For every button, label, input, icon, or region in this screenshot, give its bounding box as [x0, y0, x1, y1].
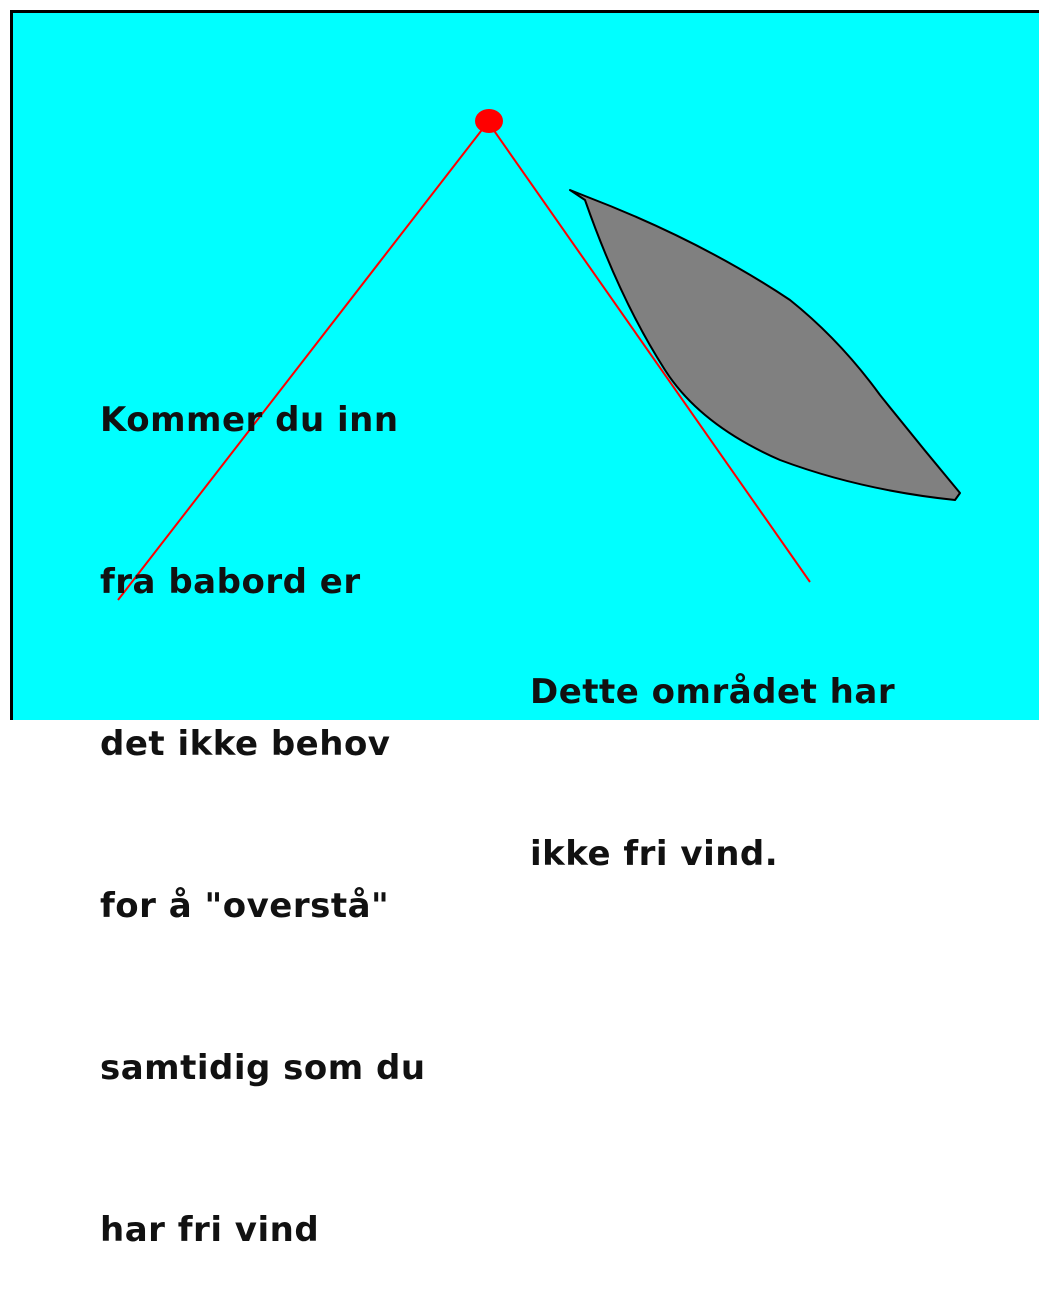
left-text-line: det ikke behov: [100, 724, 391, 764]
right-text-line: ikke fri vind.: [530, 834, 779, 874]
left-text-line: fra babord er: [100, 562, 361, 602]
left-text-line: samtidig som du: [100, 1048, 426, 1088]
wind-point: [475, 109, 503, 133]
sail-shape: [569, 189, 961, 501]
left-text-line: Kommer du inn: [100, 400, 399, 440]
left-text-line: har fri vind: [100, 1210, 320, 1250]
right-explanation-text: Dette området har ikke fri vind.: [530, 557, 895, 935]
left-wind-line: [117, 121, 489, 601]
diagram-background: [10, 10, 1039, 720]
left-explanation-text: Kommer du inn fra babord er det ikke beh…: [100, 285, 426, 1311]
diagram-canvas: [117, 109, 961, 601]
right-wind-line: [487, 121, 811, 583]
right-text-line: Dette området har: [530, 672, 896, 712]
left-text-line: for å "overstå": [100, 886, 390, 926]
